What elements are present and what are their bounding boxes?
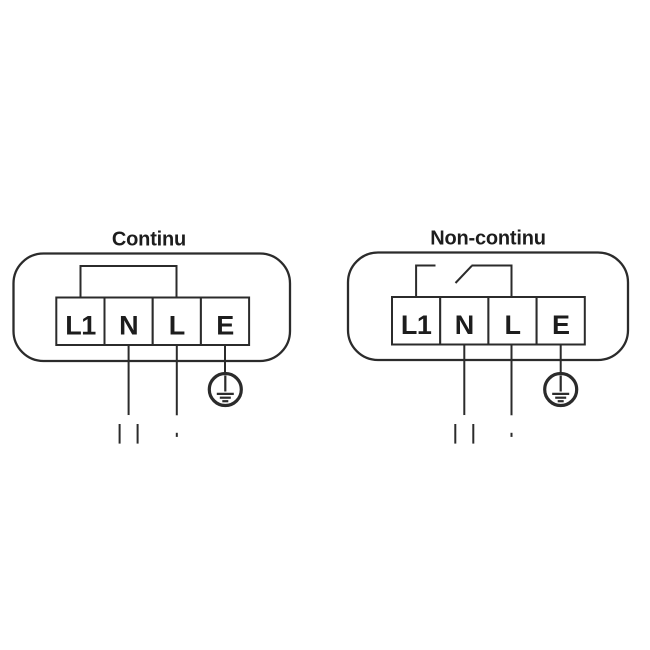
terminal-label-n: N xyxy=(119,311,138,341)
double-bullet-connector-icon xyxy=(118,415,139,453)
terminal-label-l: L xyxy=(169,311,185,341)
switch-blade xyxy=(454,265,473,284)
diagram-title: Non-continu xyxy=(430,228,546,250)
double-bullet-connector-icon xyxy=(454,415,475,453)
switch-open-contact xyxy=(415,264,513,297)
terminal-label-n: N xyxy=(455,310,474,340)
diagram-title: Continu xyxy=(112,229,186,251)
terminal-box-e xyxy=(199,296,251,346)
device-outline xyxy=(346,251,630,362)
terminal-label-e: E xyxy=(216,311,234,341)
terminal-label-l1: L1 xyxy=(65,311,96,341)
two-bullet-connector-icon xyxy=(502,415,521,455)
terminal-box-n xyxy=(439,296,490,346)
terminal-label-e: E xyxy=(552,310,570,340)
terminal-box-l1 xyxy=(55,296,106,346)
diagram-continu: Continu L1 N L E xyxy=(12,229,292,455)
earth-ground-icon xyxy=(543,371,579,408)
terminal-label-l: L xyxy=(505,310,521,340)
terminal-box-e xyxy=(535,296,586,346)
device-outline xyxy=(12,252,292,363)
terminal-label-l1: L1 xyxy=(401,310,432,340)
jumper-wire xyxy=(79,265,178,298)
two-bullet-connector-icon xyxy=(168,415,186,455)
diagram-non-continu: Non-continu L1 N L E xyxy=(346,228,630,455)
earth-ground-icon xyxy=(207,371,243,408)
